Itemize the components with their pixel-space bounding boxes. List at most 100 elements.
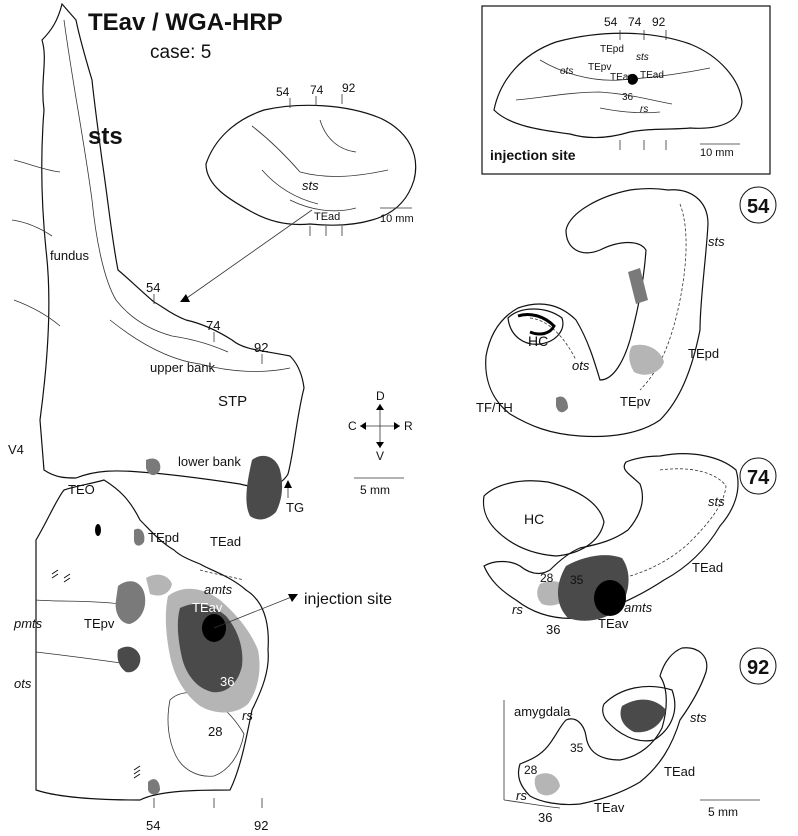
label-tg: TG [286, 500, 304, 515]
inset-sulcus-1 [539, 59, 711, 81]
section-92-scale-text: 5 mm [708, 805, 738, 819]
sts-texture-1 [13, 159, 61, 173]
brain-level-92: 92 [342, 81, 356, 95]
section-92-28: 28 [524, 763, 538, 777]
section-54-gray-white-2 [529, 317, 577, 361]
section-74-number: 74 [747, 467, 770, 489]
brain-scale-text: 10 mm [380, 213, 414, 225]
brain-level-54: 54 [276, 85, 290, 99]
inset-caption: injection site [490, 147, 576, 163]
section-74-hc-label: HC [524, 511, 544, 527]
section-92-sts: sts [690, 710, 707, 725]
section-74-amts: amts [624, 600, 653, 615]
section-54-number: 54 [747, 196, 770, 218]
section-74-35: 35 [570, 573, 584, 587]
inset-teav: TEav [610, 72, 633, 83]
label-rs: rs [242, 708, 253, 723]
section-54: 54 sts HC TEpd ots TF/TH TEpv [476, 186, 777, 438]
bottom-level-92: 92 [254, 818, 268, 833]
injection-pointer [213, 595, 295, 629]
label-sts: sts [88, 123, 123, 150]
compass-arrow-down [376, 442, 384, 448]
section-54-hc [507, 308, 564, 345]
label-v4: V4 [8, 442, 24, 457]
inset-level-54: 54 [604, 15, 618, 29]
section-54-outline [485, 187, 709, 438]
labeled-patch-ots [117, 646, 141, 673]
section-54-ots: ots [572, 358, 590, 373]
sts-outline [39, 2, 305, 488]
section-92-sts-fold [602, 685, 676, 742]
injection-arrowhead [288, 594, 298, 602]
section-74-upper [482, 480, 605, 557]
brain-sulcus-3 [261, 169, 319, 205]
brain-lateral: 54 74 92 sts TEad 10 mm [180, 81, 417, 302]
label-tepd: TEpd [148, 530, 179, 545]
section-92-label-rs [534, 773, 560, 796]
section-54-sts: sts [708, 234, 725, 249]
section-74: 74 sts HC TEad 28 35 rs amts 36 TEav [482, 453, 777, 637]
inset-level-92: 92 [652, 15, 666, 29]
level-label-54: 54 [146, 280, 160, 295]
section-54-label-tepd [629, 344, 664, 375]
label-fundus: fundus [50, 248, 90, 263]
section-74-sts: sts [708, 494, 725, 509]
brain-sulcus-4 [319, 119, 357, 153]
label-tead: TEad [210, 534, 241, 549]
level-label-92: 92 [254, 340, 268, 355]
label-upper-bank: upper bank [150, 360, 216, 375]
section-92-tead-label: TEad [664, 764, 695, 779]
label-lower-bank: lower bank [178, 454, 241, 469]
brain-to-flat-arrow [183, 209, 313, 301]
section-92-badge [739, 647, 777, 685]
flatmap-scale-text: 5 mm [360, 483, 390, 497]
lower-flat-outline [35, 479, 269, 801]
section-74-36: 36 [546, 622, 560, 637]
section-74-gray-white [629, 468, 727, 577]
section-92-teav-label: TEav [594, 800, 625, 815]
compass-arrow-right [394, 422, 400, 430]
label-area-28: 28 [208, 724, 222, 739]
inset-brain-outline [493, 32, 743, 139]
tg-arrowhead [284, 480, 292, 488]
inset-ots: ots [560, 66, 573, 77]
section-92-amygdala-line [503, 700, 561, 809]
inset-tepv: TEpv [588, 62, 611, 73]
section-92-outline [517, 647, 708, 806]
section-54-hc-label: HC [528, 333, 548, 349]
label-ots: ots [14, 676, 32, 691]
section-74-28: 28 [540, 571, 554, 585]
brain-arrowhead [180, 294, 190, 302]
injection-spot-inset [628, 73, 638, 85]
section-54-tepv-label: TEpv [620, 394, 651, 409]
label-teav: TEav [192, 600, 223, 615]
section-92-36: 36 [538, 810, 552, 825]
brain-label-sts: sts [302, 178, 319, 193]
label-stp: STP [218, 393, 247, 410]
section-54-hc-black [517, 312, 556, 336]
flatmap-title: TEav / WGA-HRP [88, 9, 283, 36]
compass-d: D [376, 389, 385, 403]
inset-frame [481, 5, 771, 175]
section-92-rs: rs [516, 788, 527, 803]
brain-sulcus-1 [251, 125, 301, 173]
compass-arrow-left [360, 422, 366, 430]
section-92-amygdala: amygdala [514, 704, 571, 719]
inset-scale-text: 10 mm [700, 147, 734, 159]
ots-line [35, 651, 129, 665]
label-region-tepd [134, 528, 145, 546]
pmts-line [35, 599, 121, 605]
label-teo: TEO [68, 482, 95, 497]
inset-tepd: TEpd [600, 44, 624, 55]
section-74-tead-label: TEad [692, 560, 723, 575]
section-54-tepd-label: TEpd [688, 346, 719, 361]
section-54-label-tepv [556, 396, 568, 413]
labeled-spot-teo [95, 524, 101, 536]
section-54-badge [739, 186, 777, 224]
inset-levels [619, 30, 667, 150]
inset-36: 36 [622, 92, 634, 103]
inset-sts: sts [636, 52, 649, 63]
amts-dash-1 [199, 569, 245, 581]
inset-box: 54 74 92 TEpd sts ots TEpv TEav TEad 36 … [481, 5, 771, 175]
